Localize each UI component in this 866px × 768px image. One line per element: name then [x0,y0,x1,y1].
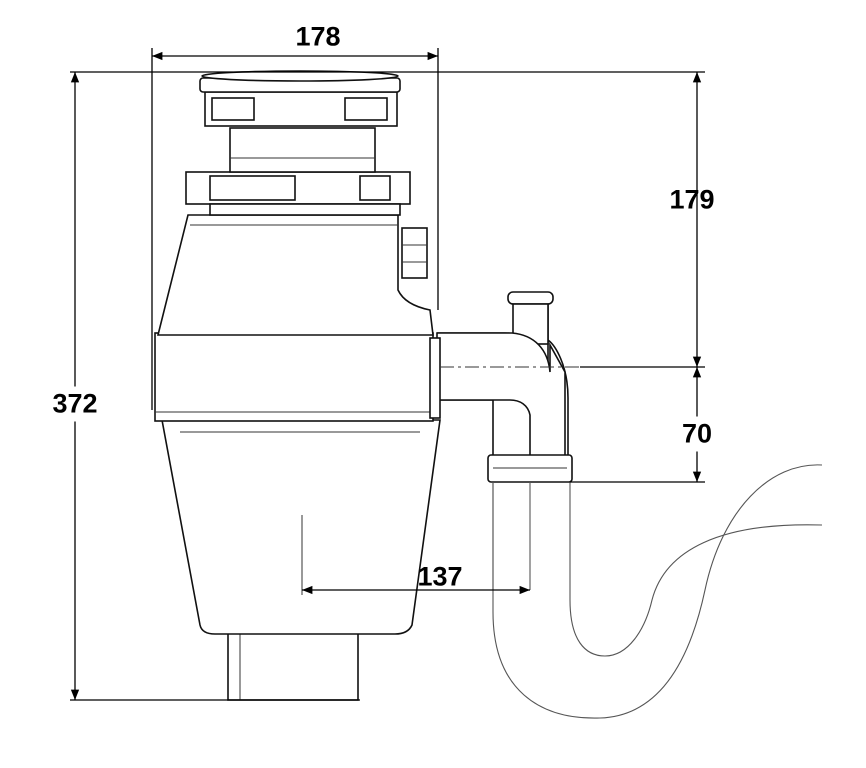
dimension-outlet-drop-label: 70 [681,416,713,452]
dimension-lines [70,48,705,701]
dimension-total-height-label: 372 [52,386,98,422]
outlet-elbow [436,291,573,590]
disposer-body [154,70,441,701]
dimension-height-top-label: 179 [669,184,715,215]
drain-trap [492,464,823,719]
dimension-offset-label: 137 [417,561,463,592]
dimension-width-label: 178 [295,21,341,52]
